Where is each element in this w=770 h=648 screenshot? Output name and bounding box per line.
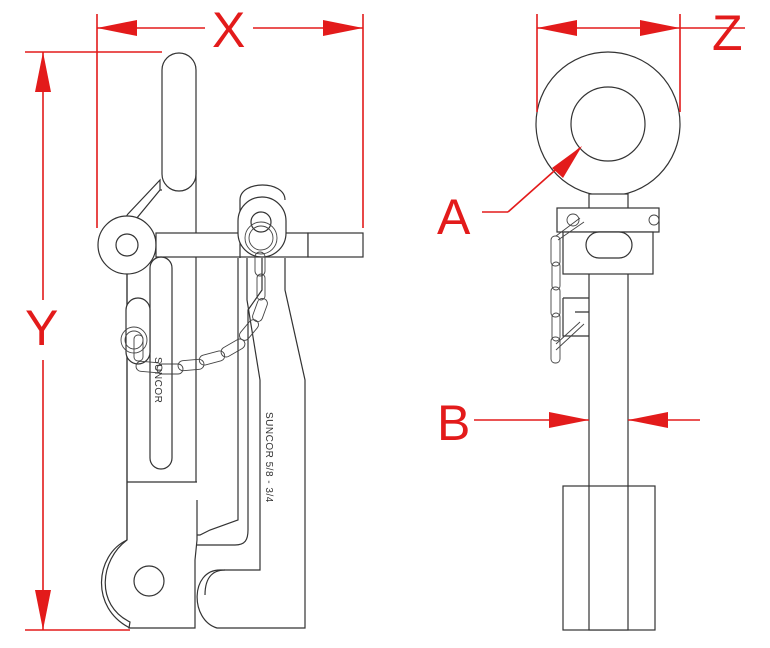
engraving-size: SUNCOR 5/8 - 3/4 (263, 412, 274, 503)
clamp-side-view (535, 51, 681, 631)
clamp-body-outline (104, 170, 198, 629)
dimension-y: Y (25, 51, 162, 631)
label-y: Y (25, 300, 58, 356)
chain (133, 251, 268, 375)
side-base (562, 485, 656, 631)
chain-ring (244, 221, 278, 255)
inner-slot (149, 256, 173, 470)
pivot-hole (115, 233, 139, 257)
engraving-brand: SUNCOR (152, 357, 163, 403)
lever-slot (125, 297, 151, 365)
label-z: Z (712, 5, 743, 61)
side-eye-hole (570, 86, 646, 162)
label-x: X (212, 2, 245, 58)
clamp-front-view: SUNCOR SUNCOR 5/8 - 3/4 (97, 52, 364, 629)
sliding-jaw (196, 184, 306, 629)
side-chain (550, 217, 585, 364)
crossbar-end (307, 232, 364, 258)
dimension-b: B (437, 395, 700, 451)
dimension-z: Z (536, 5, 745, 112)
side-pin-head (585, 231, 633, 259)
label-a: A (437, 189, 471, 245)
jaw-hole (133, 565, 165, 597)
callout-a: A (437, 146, 582, 245)
label-b: B (437, 395, 470, 451)
clamp-top-handle (161, 52, 197, 192)
side-pin-block (556, 207, 660, 233)
dimension-x: X (96, 2, 364, 228)
